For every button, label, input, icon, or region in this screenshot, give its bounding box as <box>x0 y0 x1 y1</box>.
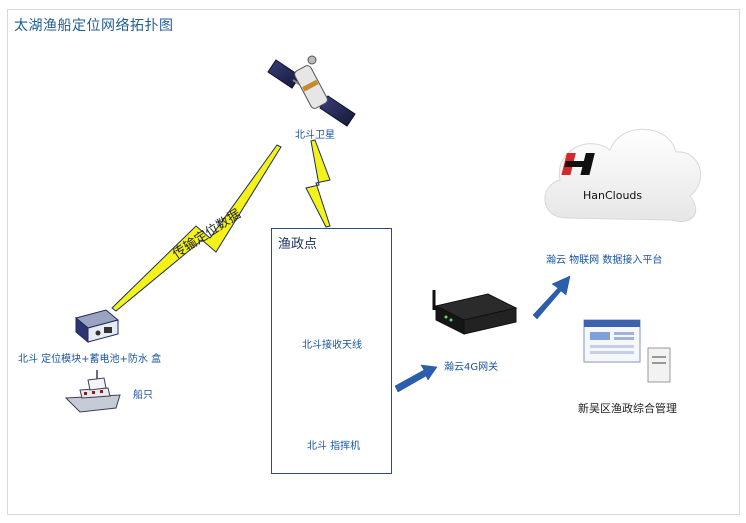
positioning-module-icon <box>74 309 120 344</box>
diagram-title: 太湖渔船定位网络拓扑图 <box>14 18 174 34</box>
ship-label: 船只 <box>133 390 153 401</box>
fishing-station-title: 渔政点 <box>278 237 318 252</box>
arrow-gateway-to-platform <box>532 275 571 320</box>
platform-label: 瀚云 物联网 数据接入平台 <box>546 255 663 266</box>
management-label: 新吴区渔政综合管理 <box>578 402 677 415</box>
antenna-label: 北斗接收天线 <box>302 340 362 351</box>
fishing-station-box <box>271 228 392 474</box>
commander-label: 北斗 指挥机 <box>307 441 361 452</box>
satellite-label: 北斗卫星 <box>295 130 335 141</box>
hanclouds-logo-icon <box>561 153 595 175</box>
ship-icon <box>64 370 121 413</box>
gateway-device-icon <box>432 290 518 335</box>
gateway-label: 瀚云4G网关 <box>444 362 499 373</box>
cloud-icon <box>544 128 702 222</box>
cloud-logo-text: HanClouds <box>583 189 643 202</box>
satellite-icon <box>267 55 356 127</box>
management-computer-icon <box>583 319 671 383</box>
module-label: 北斗 定位模块+蓄电池+防水 盒 <box>18 354 162 365</box>
lightning-module-satellite <box>111 144 282 312</box>
arrow-station-to-gateway <box>394 364 438 393</box>
diagram-frame <box>7 9 740 515</box>
lightning-satellite-station <box>305 139 331 228</box>
